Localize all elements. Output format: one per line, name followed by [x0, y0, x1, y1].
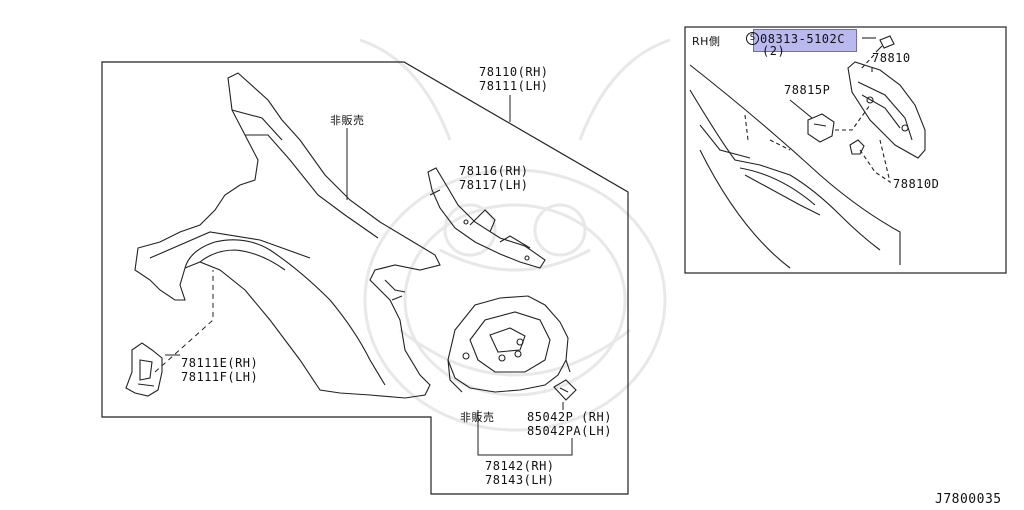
protector-part-rh[interactable]: 78111E(RH) — [181, 356, 259, 370]
protector-drawing — [125, 342, 163, 397]
wheelhouse-not-sold-label: 非販売 — [460, 411, 495, 424]
bracket-part-rh[interactable]: 85042P (RH) — [527, 410, 612, 424]
protector-part-lh[interactable]: 78111F(LH) — [181, 370, 259, 384]
wheelhouse-part-rh[interactable]: 78142(RH) — [485, 459, 555, 473]
fender-part-rh[interactable]: 78110(RH) — [479, 65, 549, 79]
inset-small-parts — [789, 35, 895, 184]
leader-lines — [154, 95, 573, 456]
rear-fender-drawing — [134, 72, 441, 399]
bracket-part-lh[interactable]: 85042PA(LH) — [527, 424, 612, 438]
reinforcement-part-rh[interactable]: 78116(RH) — [459, 164, 529, 178]
fender-not-sold-label: 非販売 — [330, 114, 365, 127]
fuel-lid-part[interactable]: 78810 — [872, 51, 911, 65]
fender-part-lh[interactable]: 78111(LH) — [479, 79, 549, 93]
bumper-part[interactable]: 78810D — [893, 177, 940, 191]
screw-part-number[interactable]: 08313-5102C — [760, 32, 845, 46]
clip-part[interactable]: 78815P — [784, 83, 831, 97]
inset-frame — [684, 26, 1007, 274]
inset-side-label: RH側 — [692, 35, 721, 48]
watermark-emblem — [359, 38, 671, 432]
reinforcement-part-lh[interactable]: 78117(LH) — [459, 178, 529, 192]
reinforcement-drawing — [427, 167, 546, 269]
screw-symbol-icon: S — [746, 32, 759, 45]
wheelhouse-drawing — [447, 295, 571, 393]
fuel-lid-drawing — [847, 61, 926, 159]
diagram-id: J7800035 — [935, 492, 1002, 507]
wheelhouse-part-lh[interactable]: 78143(LH) — [485, 473, 555, 487]
main-frame — [101, 61, 629, 495]
screw-quantity: (2) — [762, 44, 786, 58]
bracket-drawing — [553, 379, 577, 401]
inset-quarter-panel-drawing — [689, 64, 901, 269]
